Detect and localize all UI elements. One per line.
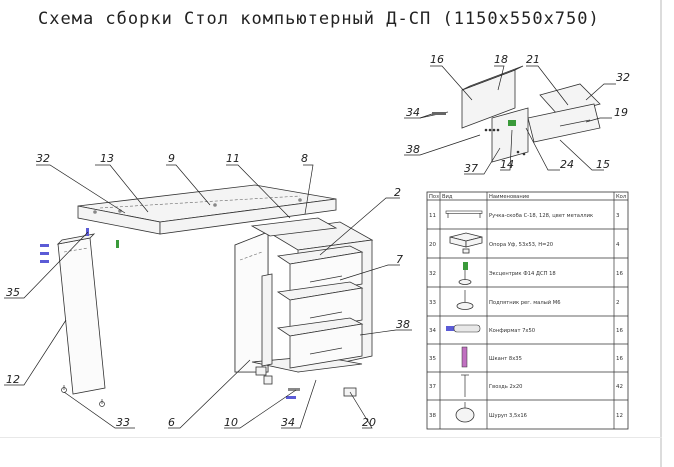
callout-label: 10 bbox=[224, 416, 238, 429]
callout-label: 38 bbox=[406, 143, 420, 156]
table-row-name: Шкант 8х35 bbox=[489, 356, 522, 362]
table-row-qty: 16 bbox=[616, 328, 623, 334]
bottom-hardware bbox=[263, 375, 357, 399]
callout-label: 32 bbox=[616, 71, 630, 84]
callout-label: 14 bbox=[500, 158, 514, 171]
drawer-detail-exploded bbox=[419, 65, 601, 163]
table-row-name: Ручка-скоба С-18, 128, цвет металлик bbox=[489, 213, 593, 219]
table-row-qty: 12 bbox=[616, 413, 623, 419]
table-row-pos: 35 bbox=[429, 356, 436, 362]
table-row-pos: 11 bbox=[429, 213, 436, 219]
nail-pictogram bbox=[461, 374, 469, 397]
table-header-qty: Кол bbox=[616, 194, 626, 200]
callout-label: 13 bbox=[100, 152, 114, 165]
callout-label: 11 bbox=[226, 152, 240, 165]
table-row-qty: 4 bbox=[616, 242, 620, 248]
callout-label: 34 bbox=[406, 106, 420, 119]
callout-label: 37 bbox=[464, 162, 478, 175]
callout-label: 15 bbox=[596, 158, 610, 171]
dowel-pictogram bbox=[461, 346, 468, 368]
sheet-border-right bbox=[660, 0, 662, 467]
table-row-pos: 38 bbox=[429, 413, 436, 419]
table-row-pos: 37 bbox=[429, 384, 436, 390]
callout-label: 8 bbox=[301, 152, 308, 165]
table-row-name: Шуруп 3,5х16 bbox=[489, 413, 527, 419]
table-row-qty: 3 bbox=[616, 213, 620, 219]
table-row-qty: 16 bbox=[616, 271, 623, 277]
callout-label: 35 bbox=[6, 286, 20, 299]
callout-label: 7 bbox=[396, 253, 403, 266]
confirmat-pictogram bbox=[446, 324, 481, 333]
callout-leaders bbox=[4, 65, 616, 429]
screw-pictogram bbox=[455, 402, 475, 423]
table-row-pos: 33 bbox=[429, 300, 436, 306]
callout-label: 16 bbox=[430, 53, 444, 66]
table-header-name: Наименование bbox=[489, 194, 529, 200]
tabletop-part bbox=[77, 184, 337, 235]
table-row-qty: 42 bbox=[616, 384, 623, 390]
callout-label: 38 bbox=[396, 318, 410, 331]
callout-label: 33 bbox=[116, 416, 130, 429]
callout-labels: 32 13 9 11 8 2 7 38 35 12 33 6 10 34 20 … bbox=[6, 53, 630, 429]
callout-label: 2 bbox=[394, 186, 401, 199]
adjustable-foot-hardware bbox=[61, 385, 105, 407]
callout-label: 32 bbox=[36, 152, 50, 165]
table-row-name: Подпятник рег. малый М6 bbox=[489, 299, 561, 306]
dowel-hardware bbox=[40, 228, 119, 263]
callout-label: 18 bbox=[494, 53, 508, 66]
table-header-view: Вид bbox=[442, 194, 453, 200]
adjustable-foot-pictogram bbox=[456, 290, 474, 310]
diagram-title: Схема сборки Стол компьютерный Д-СП (115… bbox=[38, 9, 600, 29]
table-row-pos: 34 bbox=[429, 328, 436, 334]
callout-label: 19 bbox=[614, 106, 628, 119]
callout-label: 9 bbox=[168, 152, 175, 165]
table-row-pos: 20 bbox=[429, 242, 436, 248]
table-row-name: Опора Уф, 53х53, Н=20 bbox=[489, 242, 553, 248]
callout-label: 21 bbox=[526, 53, 540, 66]
table-header-pos: Поз bbox=[429, 194, 439, 200]
callout-label: 12 bbox=[6, 373, 20, 386]
table-row-name: Гвоздь 2х20 bbox=[489, 384, 522, 390]
callout-label: 20 bbox=[362, 416, 376, 429]
eccentric-pictogram bbox=[458, 262, 472, 285]
specification-table: Поз Вид Наименование Кол 11 Ручка-скоба … bbox=[426, 191, 629, 430]
table-row-qty: 16 bbox=[616, 356, 623, 362]
sheet-border-bottom bbox=[0, 437, 662, 438]
support-foot-pictogram bbox=[449, 232, 483, 254]
handle-pictogram bbox=[445, 210, 483, 218]
callout-label: 34 bbox=[281, 416, 295, 429]
table-row-pos: 32 bbox=[429, 271, 436, 277]
left-side-panel-part bbox=[56, 233, 106, 395]
callout-label: 24 bbox=[560, 158, 574, 171]
table-row-name: Конфирмат 7х50 bbox=[489, 328, 535, 334]
callout-label: 6 bbox=[168, 416, 175, 429]
table-row-name: Эксцентрик Ф14 ДСП 18 bbox=[489, 271, 556, 277]
drawer-units-part bbox=[261, 245, 364, 369]
table-row-qty: 2 bbox=[616, 300, 620, 306]
